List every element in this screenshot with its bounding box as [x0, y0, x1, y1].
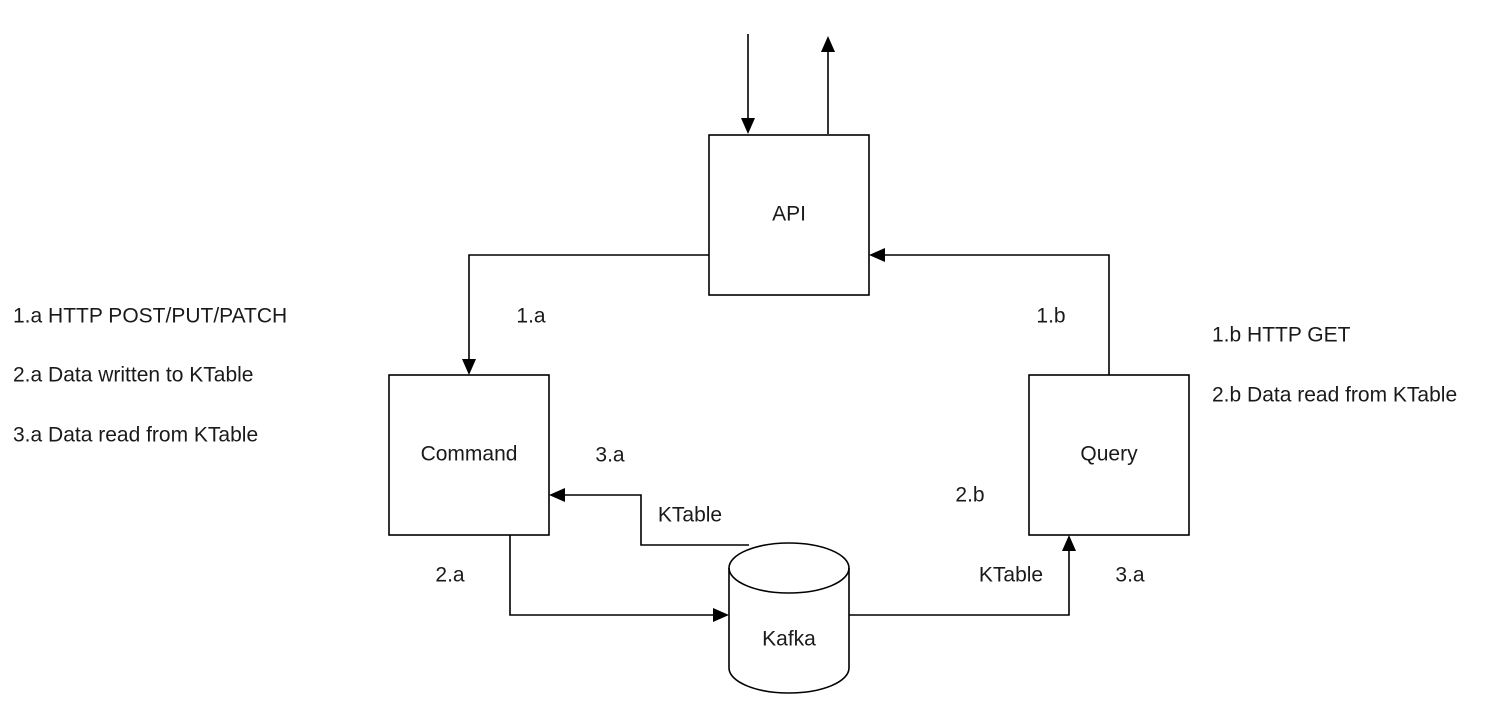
legend-left-item: 2.a Data written to KTable — [13, 364, 253, 387]
legend-left: 1.a HTTP POST/PUT/PATCH 2.a Data written… — [13, 305, 287, 447]
edge-label-2b: 2.b — [955, 484, 984, 507]
edge-label-1a: 1.a — [516, 305, 546, 328]
edge-label-3a-query: 3.a — [1115, 564, 1145, 587]
legend-left-item: 3.a Data read from KTable — [13, 424, 258, 447]
legend-right-item: 1.b HTTP GET — [1212, 324, 1351, 347]
command-node-label: Command — [421, 443, 518, 466]
kafka-node-label: Kafka — [762, 628, 816, 651]
api-node-label: API — [772, 203, 806, 226]
edge-kafka-to-command — [549, 488, 749, 546]
legend-right: 1.b HTTP GET 2.b Data read from KTable — [1212, 324, 1457, 407]
edge-label-ktable-command: KTable — [658, 504, 722, 527]
external-response-arrow — [821, 36, 835, 134]
edge-query-to-api — [869, 248, 1110, 375]
edge-label-3a-command: 3.a — [595, 444, 625, 467]
edge-label-2a: 2.a — [435, 564, 465, 587]
edge-kafka-to-query — [849, 535, 1076, 616]
edge-label-1b: 1.b — [1036, 305, 1065, 328]
query-node-label: Query — [1080, 443, 1138, 466]
kafka-node: Kafka — [728, 542, 850, 694]
edge-label-ktable-query: KTable — [979, 564, 1043, 587]
command-node: Command — [388, 374, 550, 536]
edge-command-to-kafka — [509, 535, 729, 622]
query-node: Query — [1028, 374, 1190, 536]
legend-right-item: 2.b Data read from KTable — [1212, 384, 1457, 407]
api-node: API — [708, 134, 870, 296]
legend-left-item: 1.a HTTP POST/PUT/PATCH — [13, 305, 287, 328]
edge-api-to-command — [462, 254, 709, 375]
external-request-arrow — [741, 34, 755, 134]
